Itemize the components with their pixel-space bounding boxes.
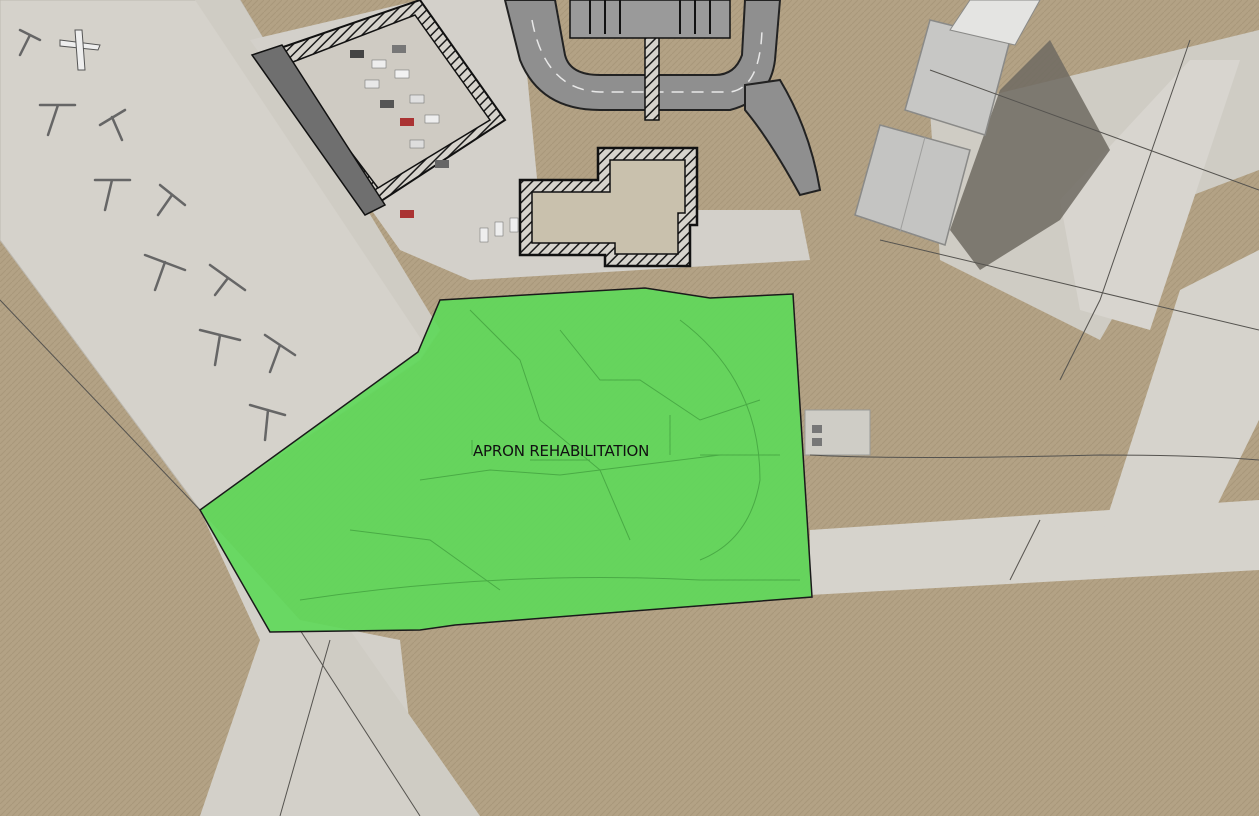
parked-aircraft xyxy=(59,29,101,71)
hangar-apron-lower xyxy=(1060,60,1240,330)
hangar-shadow xyxy=(950,40,1110,270)
parked-cars xyxy=(350,45,519,243)
gate-building xyxy=(250,44,387,216)
apron-rehabilitation-area xyxy=(199,287,813,633)
access-road xyxy=(503,0,782,111)
apron-rehabilitation-label: APRON REHABILITATION xyxy=(473,442,649,460)
utility-box xyxy=(812,425,822,433)
access-road-ramp xyxy=(744,78,822,197)
road-centerline xyxy=(531,19,763,93)
hangar-roof-ridge xyxy=(899,136,926,233)
road-parking-row xyxy=(569,0,731,39)
pavement-cracks xyxy=(299,309,800,601)
utility-box xyxy=(812,438,822,446)
parking-stalls xyxy=(589,0,711,34)
taxiway-northeast xyxy=(1100,250,1259,540)
hangar-north-roof xyxy=(949,0,1041,46)
tie-down-markings xyxy=(18,28,297,442)
apron-edge xyxy=(195,0,440,345)
taxiway-south-branch xyxy=(300,630,480,816)
field-linework xyxy=(0,39,1259,816)
terminal-building-interior xyxy=(531,159,686,255)
